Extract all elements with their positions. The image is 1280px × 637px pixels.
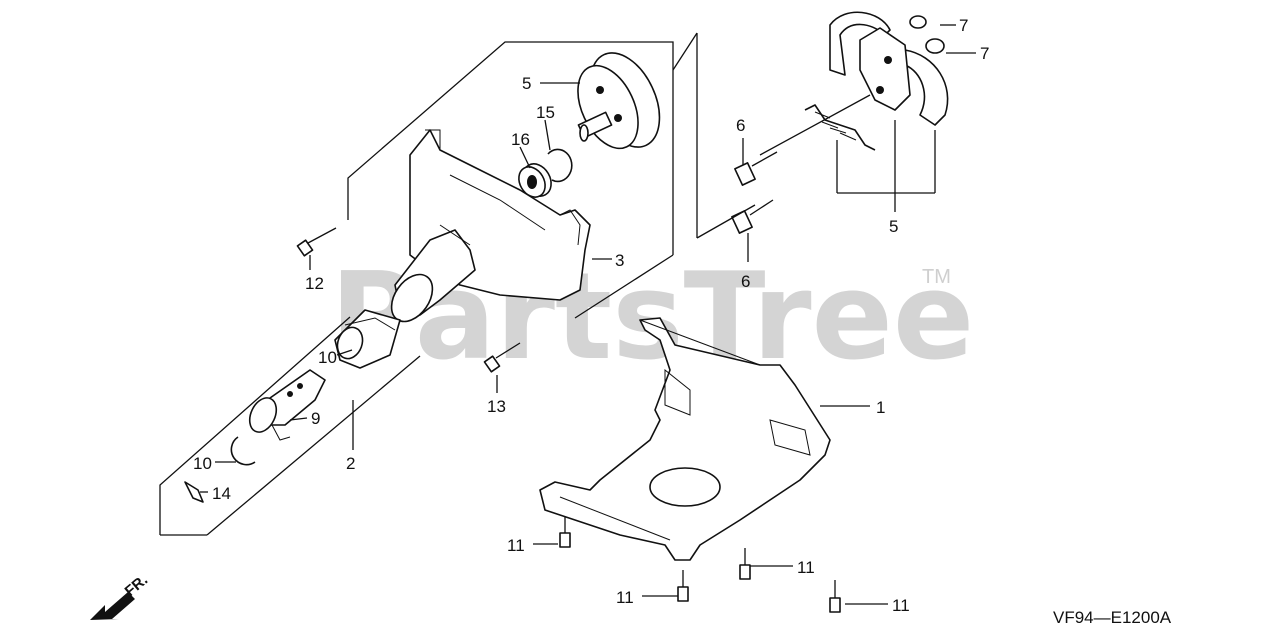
callout-7b: 7 [980, 44, 989, 63]
screw-11-b [739, 548, 751, 580]
guard-plate [539, 317, 831, 561]
callout-3: 3 [615, 251, 624, 270]
callout-15: 15 [536, 103, 555, 122]
bearing [518, 163, 552, 198]
clutch-spring [804, 104, 876, 151]
shoe-bracket-lines [696, 94, 936, 239]
front-arrow-icon: FR. [90, 572, 151, 620]
washers-7 [909, 15, 945, 54]
clutch-housing [390, 129, 591, 323]
diagram-code: VF94—E1200A [1053, 608, 1172, 627]
callout-1: 1 [876, 398, 885, 417]
callout-11c: 11 [616, 588, 634, 607]
bolt-13 [483, 342, 521, 373]
callout-11a: 11 [507, 536, 525, 555]
screw-11-c [677, 570, 689, 602]
callout-5: 5 [522, 74, 531, 93]
screw-11-a [559, 517, 571, 548]
clip-14 [184, 481, 204, 503]
callout-12: 12 [305, 274, 324, 293]
bolt-12 [296, 227, 337, 257]
circlip-15 [547, 148, 573, 183]
callout-6b: 6 [741, 272, 750, 291]
clutch-shoes [829, 11, 949, 126]
leader-lines [200, 24, 976, 605]
callout-8: 9 [311, 409, 320, 428]
snap-ring-10 [230, 436, 256, 466]
shaft-joint [248, 369, 326, 441]
callout-4: 5 [889, 217, 898, 236]
callout-11d: 11 [892, 596, 910, 615]
callout-14: 14 [212, 484, 231, 503]
damper [334, 309, 401, 369]
callout-2: 2 [346, 454, 355, 473]
callout-13: 13 [487, 397, 506, 416]
callout-7a: 7 [959, 16, 968, 35]
assembly-outline-left [159, 32, 698, 536]
callout-11b: 11 [797, 558, 815, 577]
callout-16: 16 [511, 130, 530, 149]
clutch-drum [577, 52, 661, 150]
bolts-6 [731, 151, 778, 234]
callout-6a: 6 [736, 116, 745, 135]
watermark-trademark: TM [922, 266, 951, 288]
screw-11-d [829, 580, 841, 613]
callout-10: 10 [193, 454, 212, 473]
callout-9: 10 [318, 348, 337, 367]
